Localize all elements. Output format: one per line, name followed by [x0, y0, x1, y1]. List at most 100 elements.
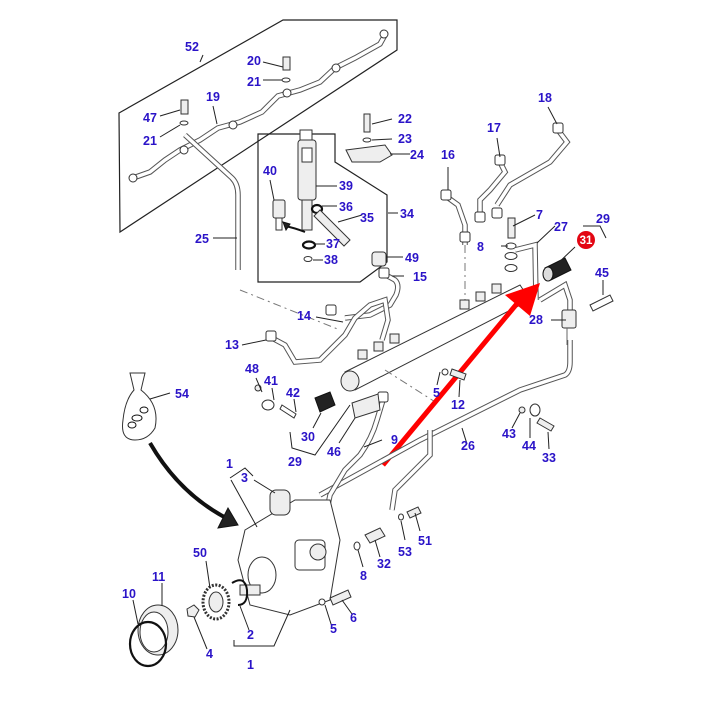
callout-labels: 52 20 21 47 21 19 22 23 24 18 17 16 40 3…: [122, 40, 610, 672]
injector-pipes-13-14: [265, 296, 391, 365]
pipe-53-line: [389, 430, 433, 511]
callout-29: 29: [596, 212, 610, 226]
callout-4: 4: [206, 647, 213, 661]
callout-5: 5: [330, 622, 337, 636]
pulley-11: [137, 604, 179, 656]
callout-1: 1: [247, 658, 254, 672]
pressure-valve-31: [542, 257, 572, 282]
callout-14: 14: [297, 309, 311, 323]
pin-45: [589, 294, 614, 312]
callout-38: 38: [324, 253, 338, 267]
common-rail: [340, 283, 531, 392]
clamp-41: [254, 384, 297, 419]
callout-21: 21: [143, 134, 157, 148]
callout-31: 31: [580, 235, 593, 247]
callout-37: 37: [326, 237, 340, 251]
pressure-sensor-30: [314, 391, 336, 413]
center-line: [239, 289, 341, 331]
callout-32: 32: [377, 557, 391, 571]
highlight-arrow: [381, 283, 540, 467]
callout-12: 12: [451, 398, 465, 412]
nozzle-40: [272, 199, 286, 231]
callout-24: 24: [410, 148, 424, 162]
callout-5: 5: [433, 386, 440, 400]
callout-18: 18: [538, 91, 552, 105]
bolt-12: [441, 368, 467, 381]
callout-23: 23: [398, 132, 412, 146]
parts-bag-54: [122, 372, 157, 441]
o-ring-37: [301, 240, 317, 250]
banjo-bolt-7: [504, 217, 518, 272]
callout-25: 25: [195, 232, 209, 246]
o-ring-2: [231, 579, 249, 606]
callout-3: 3: [241, 471, 248, 485]
callout-35: 35: [360, 211, 374, 225]
callout-52: 52: [185, 40, 199, 54]
bolt-6: [318, 589, 352, 606]
callout-9: 9: [391, 433, 398, 447]
arrow-curve: [148, 442, 231, 522]
callout-22: 22: [398, 112, 412, 126]
callout-39: 39: [339, 179, 353, 193]
callout-34: 34: [400, 207, 414, 221]
callout-20: 20: [247, 54, 261, 68]
leak-off-line-19: [128, 29, 389, 183]
callout-10: 10: [122, 587, 136, 601]
return-pipe-25: [183, 132, 241, 270]
callout-50: 50: [193, 546, 207, 560]
callout-42: 42: [286, 386, 300, 400]
return-line-26: [318, 340, 573, 498]
nut-49: [371, 251, 387, 267]
banjo-bolt-47: [179, 99, 189, 126]
callout-29: 29: [288, 455, 302, 469]
pipe-9: [325, 391, 389, 506]
callout-53: 53: [398, 545, 412, 559]
callout-30: 30: [301, 430, 315, 444]
callout-21: 21: [247, 75, 261, 89]
callout-13: 13: [225, 338, 239, 352]
leader-lines: [132, 54, 607, 650]
callout-7: 7: [536, 208, 543, 222]
injector-39: [297, 129, 317, 231]
callout-41: 41: [264, 374, 278, 388]
callout-47: 47: [143, 111, 157, 125]
clamp-44: [518, 403, 555, 432]
gear-50: [201, 583, 231, 621]
injector-pipe-15: [344, 267, 401, 321]
callout-43: 43: [502, 427, 516, 441]
callout-8: 8: [477, 240, 484, 254]
high-pressure-pump-1: [237, 489, 341, 616]
arrow-head: [282, 221, 291, 232]
callout-44: 44: [522, 439, 536, 453]
clamp-24: [345, 113, 393, 163]
callout-40: 40: [263, 164, 277, 178]
callout-27: 27: [554, 220, 568, 234]
o-ring-10: [128, 620, 168, 668]
center-line: [384, 369, 441, 406]
callout-19: 19: [206, 90, 220, 104]
injector-pipes-16-18: [440, 122, 571, 245]
callout-11: 11: [152, 570, 165, 584]
callout-1: 1: [226, 457, 233, 471]
nut-4: [186, 604, 200, 618]
group-box-34: [257, 133, 388, 283]
callout-49: 49: [405, 251, 419, 265]
callout-6: 6: [350, 611, 357, 625]
highlight-badge: [577, 231, 595, 249]
callout-54: 54: [175, 387, 189, 401]
tee-fitting-28: [538, 280, 577, 329]
callout-46: 46: [327, 445, 341, 459]
callout-16: 16: [441, 148, 455, 162]
pipe-27: [514, 241, 539, 301]
callout-17: 17: [487, 121, 501, 135]
bracket-46: [351, 393, 381, 419]
callout-26: 26: [461, 439, 475, 453]
group-box-52: [118, 19, 398, 234]
connector-35: [313, 209, 351, 247]
callout-36: 36: [339, 200, 353, 214]
fitting-32: [353, 506, 422, 551]
callout-8: 8: [360, 569, 367, 583]
callout-28: 28: [529, 313, 543, 327]
